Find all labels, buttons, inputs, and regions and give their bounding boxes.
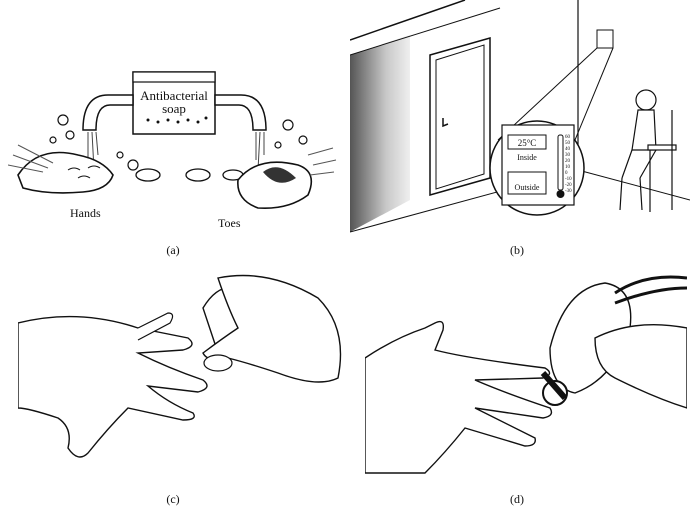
caption-d: (d)	[510, 492, 524, 506]
svg-text:10: 10	[565, 165, 571, 170]
device-tip	[203, 354, 233, 372]
left-hand	[365, 320, 553, 474]
svg-text:-10: -10	[565, 177, 572, 182]
washing-illustration: Antibacterial soap Hands Toes	[8, 71, 337, 230]
seated-person	[619, 89, 677, 212]
motor-device-on-finger-illustration	[365, 275, 687, 474]
svg-text:50: 50	[565, 141, 571, 146]
right-hand	[202, 274, 342, 383]
soap-label-line2: soap	[162, 101, 186, 116]
washing-hands	[17, 151, 114, 194]
svg-text:0: 0	[565, 171, 568, 176]
left-hand	[18, 315, 208, 458]
right-hand	[594, 324, 687, 409]
soap-label-line1: Antibacterial	[140, 88, 208, 103]
svg-text:-30: -30	[565, 189, 572, 194]
door	[429, 37, 491, 196]
svg-text:-20: -20	[565, 183, 572, 188]
scale-ticks: 60 50 40 30 20 10 0 -10 -20 -30	[565, 135, 572, 194]
caption-b: (b)	[510, 243, 524, 257]
panel-d-illustration	[365, 268, 687, 478]
svg-text:40: 40	[565, 147, 571, 152]
inside-label: Inside	[517, 153, 537, 162]
device-cable	[614, 275, 687, 295]
caption-a: (a)	[166, 243, 180, 257]
left-faucet	[82, 94, 134, 131]
svg-text:20: 20	[565, 159, 571, 164]
washing-feet	[237, 161, 313, 210]
caption-c: (c)	[166, 492, 180, 506]
toes-label: Toes	[218, 216, 241, 230]
right-faucet	[214, 94, 267, 131]
svg-text:30: 30	[565, 153, 571, 158]
inside-temp: 25°C	[518, 138, 537, 148]
hands-label: Hands	[70, 206, 101, 220]
panel-a-illustration: Antibacterial soap Hands Toes	[8, 60, 338, 240]
vibration-on-finger-illustration	[18, 274, 342, 458]
room-illustration: 25°C Inside Outside 60 50 40 30 20 10 0 …	[350, 0, 690, 233]
outside-label: Outside	[515, 183, 540, 192]
panel-b-illustration: 25°C Inside Outside 60 50 40 30 20 10 0 …	[350, 0, 690, 235]
svg-text:60: 60	[565, 135, 571, 140]
device-tip	[542, 380, 568, 406]
panel-c-illustration	[18, 268, 348, 478]
